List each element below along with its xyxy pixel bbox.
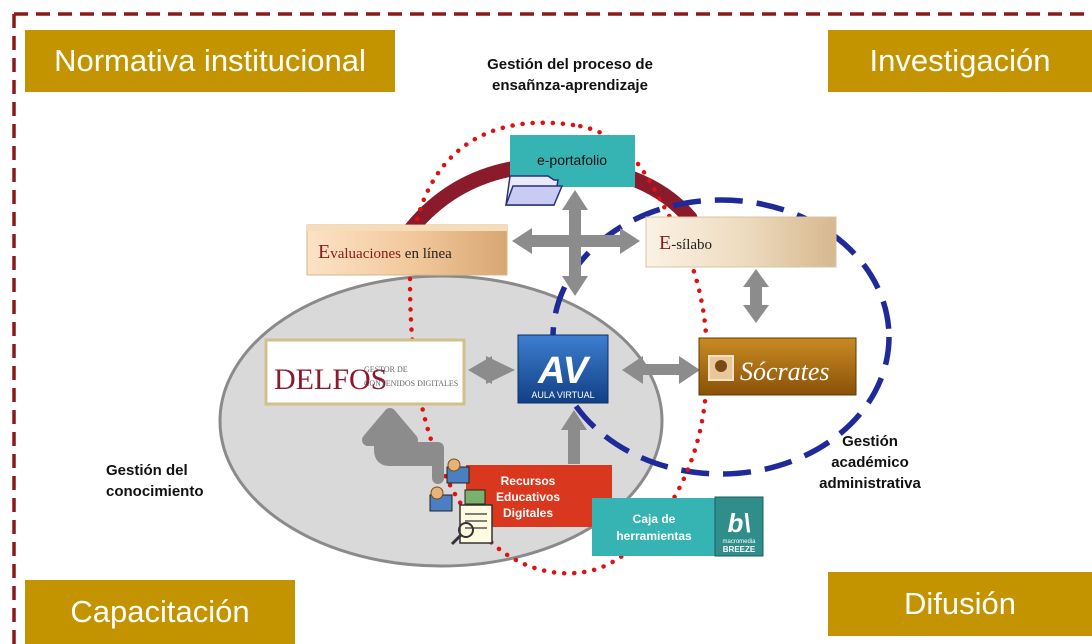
breeze-mark: b\ [727, 508, 750, 538]
corner-normativa-label: Normativa institucional [54, 43, 366, 78]
breeze-sub-1: macromedia [722, 539, 756, 545]
caption-academic: Gestión académico administrativa [810, 431, 930, 494]
caption-teaching-line-1: Gestión del proceso de [487, 56, 653, 73]
corner-investigacion: Investigación [828, 30, 1092, 92]
recursos-line-2: Educativos [496, 490, 560, 504]
recursos-line-1: Recursos [501, 474, 556, 488]
document-magnifier-icon [450, 504, 493, 546]
esilabo-tail: -sílabo [671, 237, 712, 253]
evaluations-word: valuaciones [330, 246, 401, 262]
recursos-line-3: Digitales [503, 506, 553, 520]
delfos-logo: DELFOS [274, 363, 387, 396]
users-computer-icon [429, 458, 486, 512]
svg-text:Evaluaciones en línea: Evaluaciones en línea [318, 241, 452, 263]
eportfolio-node: e-portafolio [504, 135, 635, 206]
corner-normativa: Normativa institucional [25, 30, 395, 92]
caja-node: Caja de herramientas [592, 498, 715, 556]
caja-line-2: herramientas [616, 529, 692, 543]
corner-capacitacion-label: Capacitación [70, 594, 250, 629]
socrates-label: Sócrates [740, 357, 830, 386]
connector-arrows [362, 190, 769, 484]
delfos-sub-1: GESTOR DE [364, 365, 408, 374]
caption-academic-line-1: Gestión [842, 433, 898, 450]
aula-sub: AULA VIRTUAL [531, 390, 594, 400]
esilabo-highlight: E [659, 232, 671, 254]
corner-difusion-label: Difusión [904, 586, 1016, 621]
caption-teaching-line-2: ensañnza-aprendizaje [492, 77, 648, 94]
eportfolio-label: e-portafolio [537, 152, 607, 168]
caption-academic-line-2: académico [831, 454, 909, 471]
breeze-sub-2: BREEZE [723, 545, 756, 554]
corner-investigacion-label: Investigación [869, 43, 1051, 78]
breeze-logo-icon: b\ macromedia BREEZE [714, 496, 764, 557]
corner-capacitacion: Capacitación [25, 580, 295, 644]
caption-knowledge-line-2: conocimiento [106, 483, 204, 500]
folder-icon [504, 175, 564, 206]
caption-academic-line-3: administrativa [819, 475, 921, 492]
aula-virtual-node: AV AULA VIRTUAL [517, 334, 609, 404]
caja-line-1: Caja de [633, 512, 676, 526]
evaluations-node: Evaluaciones en línea [306, 224, 508, 276]
svg-text:E-sílabo: E-sílabo [659, 232, 712, 254]
corner-difusion: Difusión [828, 572, 1092, 636]
delfos-node: DELFOS GESTOR DE CONTENIDOS DIGITALES [264, 338, 466, 406]
caption-teaching: Gestión del proceso de ensañnza-aprendiz… [455, 54, 685, 96]
esilabo-node: E-sílabo [645, 216, 837, 268]
aula-logo: AV [537, 350, 591, 392]
caption-knowledge: Gestión del conocimiento [106, 460, 226, 502]
dashed-frame [12, 12, 1092, 644]
evaluations-tail: en línea [401, 246, 452, 262]
caption-knowledge-line-1: Gestión del [106, 462, 188, 479]
socrates-node: Sócrates [698, 337, 857, 396]
delfos-sub-2: CONTENIDOS DIGITALES [364, 379, 458, 388]
evaluations-highlight: E [318, 241, 330, 263]
